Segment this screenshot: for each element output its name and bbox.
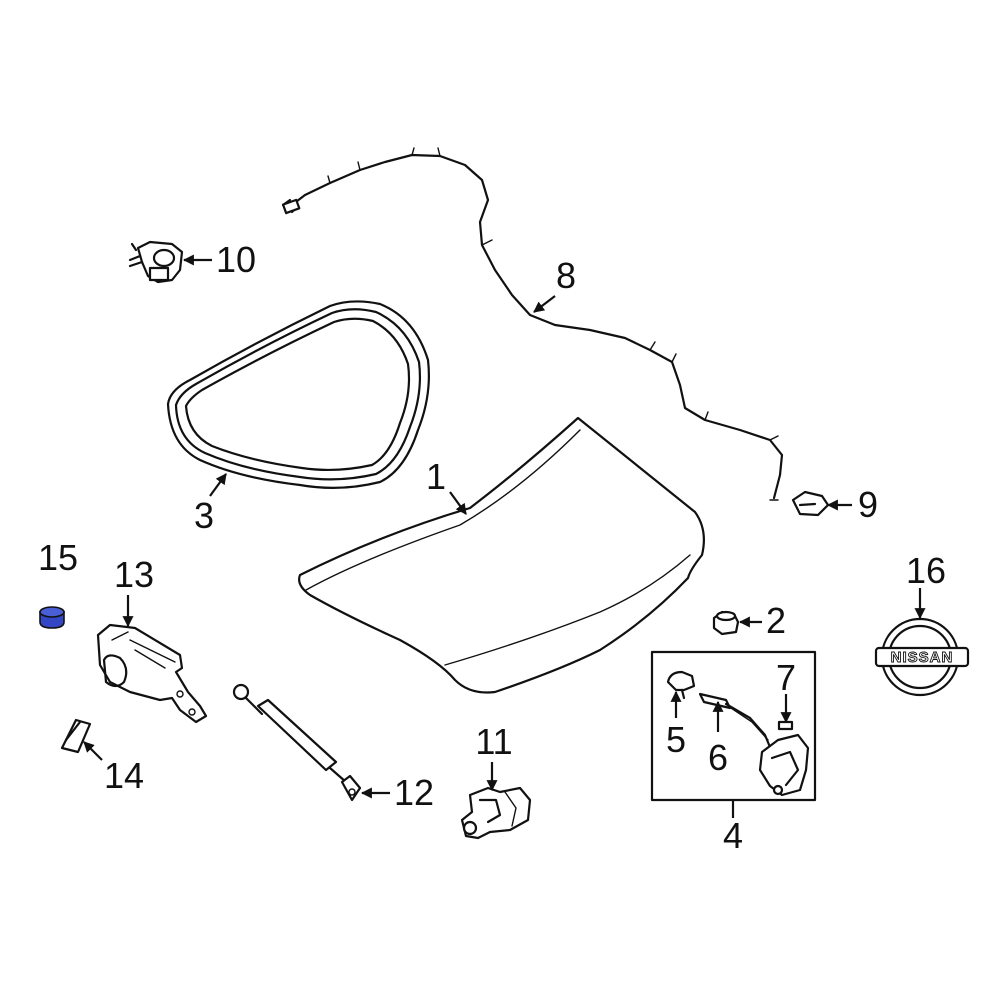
- part-5-cable-clip[interactable]: [666, 670, 696, 700]
- callout-13: 13: [114, 554, 154, 595]
- leader-lines: [83, 254, 926, 818]
- callout-1: 1: [426, 456, 446, 497]
- part-4-latch-assembly[interactable]: [650, 650, 817, 802]
- callout-10: 10: [216, 239, 256, 280]
- emblem-text: NISSAN: [891, 649, 954, 666]
- callout-4: 4: [723, 815, 743, 856]
- part-15-cap[interactable]: [39, 606, 65, 629]
- callout-labels: 1 2 3 4 5 6 7 8 9 10 11 12 13 14 15 16: [38, 239, 946, 856]
- part-14-stopper[interactable]: [60, 718, 92, 754]
- callout-8: 8: [556, 255, 576, 296]
- part-2-bumper[interactable]: [712, 610, 740, 636]
- callout-12: 12: [394, 772, 434, 813]
- callout-11: 11: [475, 721, 512, 762]
- callout-5: 5: [666, 719, 686, 760]
- part-1-trunk-lid[interactable]: [298, 416, 705, 694]
- callout-16: 16: [906, 550, 946, 591]
- latch-body[interactable]: [758, 733, 810, 797]
- part-3-weatherstrip[interactable]: [166, 300, 430, 489]
- part-9-clip[interactable]: [791, 490, 830, 517]
- callout-7: 7: [776, 657, 796, 698]
- part-8-wire-harness[interactable]: [281, 147, 784, 501]
- part-16-emblem[interactable]: NISSAN: [874, 617, 970, 697]
- part-11-striker[interactable]: [460, 786, 532, 840]
- callout-14: 14: [104, 755, 144, 796]
- part-7-small-clip[interactable]: [777, 720, 794, 731]
- part-12-gas-strut[interactable]: [232, 683, 362, 802]
- part-10-sensor[interactable]: [128, 240, 184, 284]
- callout-2: 2: [766, 600, 786, 641]
- callout-3: 3: [194, 495, 214, 536]
- part-13-actuator[interactable]: [96, 623, 208, 724]
- callout-9: 9: [858, 484, 878, 525]
- callout-6: 6: [708, 737, 728, 778]
- callout-15: 15: [38, 537, 78, 578]
